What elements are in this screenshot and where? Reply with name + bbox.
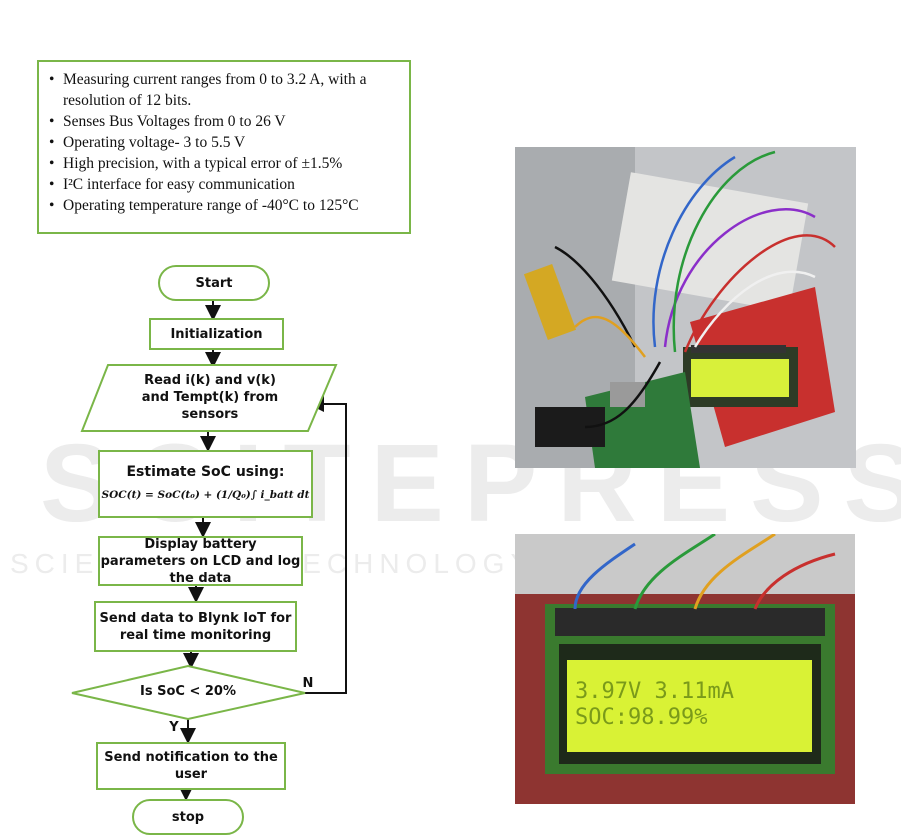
- start-terminal: Start: [158, 265, 270, 301]
- spec-item: •Measuring current ranges from 0 to 3.2 …: [49, 71, 367, 109]
- specifications-box: •Measuring current ranges from 0 to 3.2 …: [37, 60, 411, 234]
- soc-formula: SOC(t) = SoC(t₀) + (1/Q₀)∫ i_batt dt: [101, 489, 310, 501]
- send-blynk-box: Send data to Blynk IoT for real time mon…: [94, 601, 297, 652]
- spec-item: •I²C interface for easy communication: [49, 176, 295, 193]
- arrow-loop-back: [305, 396, 347, 694]
- spec-item: •High precision, with a typical error of…: [49, 155, 343, 172]
- lcd-line-2: SOC:98.99%: [575, 705, 708, 730]
- display-box: Display battery parameters on LCD and lo…: [98, 536, 303, 586]
- read-label: Read i(k) and v(k) and Tempt(k) from sen…: [141, 373, 279, 422]
- spec-item: •Operating temperature range of -40°C to…: [49, 197, 359, 214]
- lcd-closeup-illustration: [515, 534, 855, 804]
- lcd-line-1: 3.97V 3.11mA: [575, 679, 734, 704]
- spec-item: •Senses Bus Voltages from 0 to 26 V: [49, 113, 286, 130]
- decision-diamond: [71, 664, 306, 721]
- estimate-label: Estimate SoC using:: [126, 464, 285, 480]
- init-box: Initialization: [149, 318, 284, 350]
- stop-terminal: stop: [132, 799, 244, 835]
- spec-item: •Operating voltage- 3 to 5.5 V: [49, 134, 246, 151]
- lcd-closeup-photo: 3.97V 3.11mA SOC:98.99%: [515, 534, 855, 804]
- hardware-setup-photo: [515, 147, 856, 468]
- hardware-setup-illustration: [515, 147, 856, 468]
- notify-box: Send notification to the user: [96, 742, 286, 790]
- no-label: N: [302, 676, 314, 691]
- specifications-list: •Measuring current ranges from 0 to 3.2 …: [49, 69, 401, 216]
- yes-label: Y: [169, 720, 179, 735]
- decision-label: Is SoC < 20%: [140, 684, 236, 699]
- read-parallelogram: [80, 364, 338, 432]
- estimate-box: Estimate SoC using: SOC(t) = SoC(t₀) + (…: [98, 450, 313, 518]
